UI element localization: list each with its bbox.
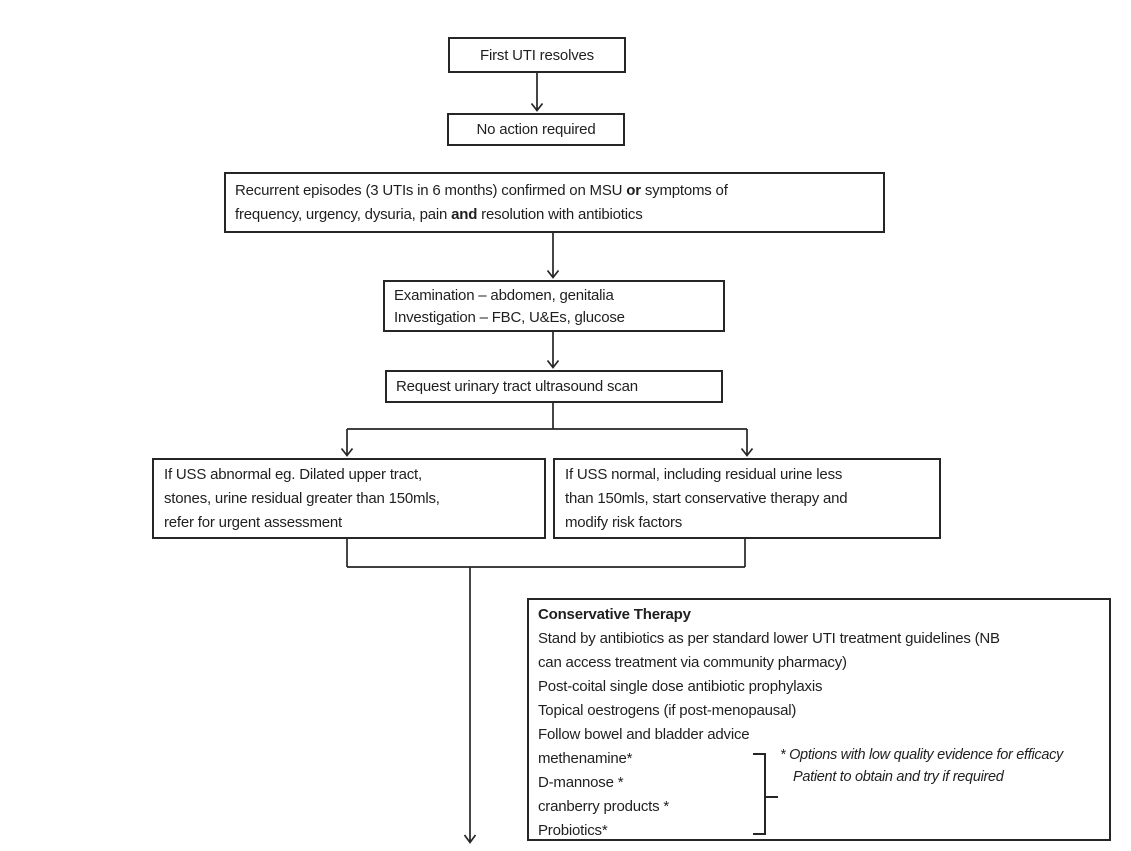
starred-option: methenamine* <box>538 750 633 767</box>
text-segment-bold: or <box>626 182 641 199</box>
long-down-arrow <box>463 567 477 844</box>
node-text-line: Post-coital single dose antibiotic proph… <box>538 678 823 695</box>
node-text-line: can access treatment via community pharm… <box>538 654 847 671</box>
starred-option: cranberry products * <box>538 798 670 815</box>
node-text-line: Follow bowel and bladder advice <box>538 726 750 743</box>
node-text-line: modify risk factors <box>565 514 683 531</box>
node-text: Request urinary tract ultrasound scan <box>396 378 638 395</box>
note-text-line: Patient to obtain and try if required <box>793 769 1004 785</box>
node-request-ultrasound: Request urinary tract ultrasound scan <box>385 370 723 403</box>
arrow-examination-to-ultrasound <box>546 332 560 369</box>
node-text-line: Stand by antibiotics as per standard low… <box>538 630 1000 647</box>
text-segment: resolution with antibiotics <box>477 206 643 223</box>
node-text-line: than 150mls, start conservative therapy … <box>565 490 848 507</box>
low-evidence-note: * Options with low quality evidence for … <box>780 744 1063 788</box>
node-text: First UTI resolves <box>480 46 594 64</box>
node-recurrent-episodes: Recurrent episodes (3 UTIs in 6 months) … <box>224 172 885 233</box>
starred-option: Probiotics* <box>538 822 608 839</box>
text-segment-bold: and <box>451 206 478 223</box>
starred-option: D-mannose * <box>538 774 624 791</box>
text-segment: symptoms of <box>640 182 728 199</box>
node-no-action-required: No action required <box>447 113 625 146</box>
node-text: No action required <box>476 121 596 138</box>
options-group-bracket <box>753 753 766 835</box>
node-text-line: If USS normal, including residual urine … <box>565 466 843 483</box>
branch-arrowhead-left <box>340 447 354 457</box>
node-text-line: Topical oestrogens (if post-menopausal) <box>538 702 797 719</box>
node-text-line: Examination – abdomen, genitalia <box>394 287 614 304</box>
arrow-first-to-noaction <box>530 73 544 112</box>
node-uss-normal: If USS normal, including residual urine … <box>553 458 941 539</box>
node-examination-investigation: Examination – abdomen, genitalia Investi… <box>383 280 725 332</box>
node-text-line: stones, urine residual greater than 150m… <box>164 490 440 507</box>
note-text-line: * Options with low quality evidence for … <box>780 747 1063 763</box>
node-text-line: refer for urgent assessment <box>164 514 343 531</box>
node-text-line: frequency, urgency, dysuria, pain and re… <box>235 203 874 227</box>
branch-join-line <box>346 539 746 568</box>
options-group-bracket-tick <box>766 796 778 798</box>
branch-split-line <box>346 403 748 455</box>
text-segment: frequency, urgency, dysuria, pain <box>235 206 452 223</box>
node-first-uti-resolves: First UTI resolves <box>448 37 626 73</box>
node-text-line: Recurrent episodes (3 UTIs in 6 months) … <box>235 179 874 203</box>
arrow-recurrent-to-examination <box>546 233 560 279</box>
node-conservative-therapy: Conservative Therapy Stand by antibiotic… <box>527 598 1111 841</box>
node-text-line: If USS abnormal eg. Dilated upper tract, <box>164 466 422 483</box>
node-uss-abnormal: If USS abnormal eg. Dilated upper tract,… <box>152 458 546 539</box>
node-text-line: Investigation – FBC, U&Es, glucose <box>394 309 625 326</box>
conservative-therapy-title: Conservative Therapy <box>538 606 691 623</box>
branch-arrowhead-right <box>740 447 754 457</box>
text-segment: Recurrent episodes (3 UTIs in 6 months) … <box>235 182 627 199</box>
